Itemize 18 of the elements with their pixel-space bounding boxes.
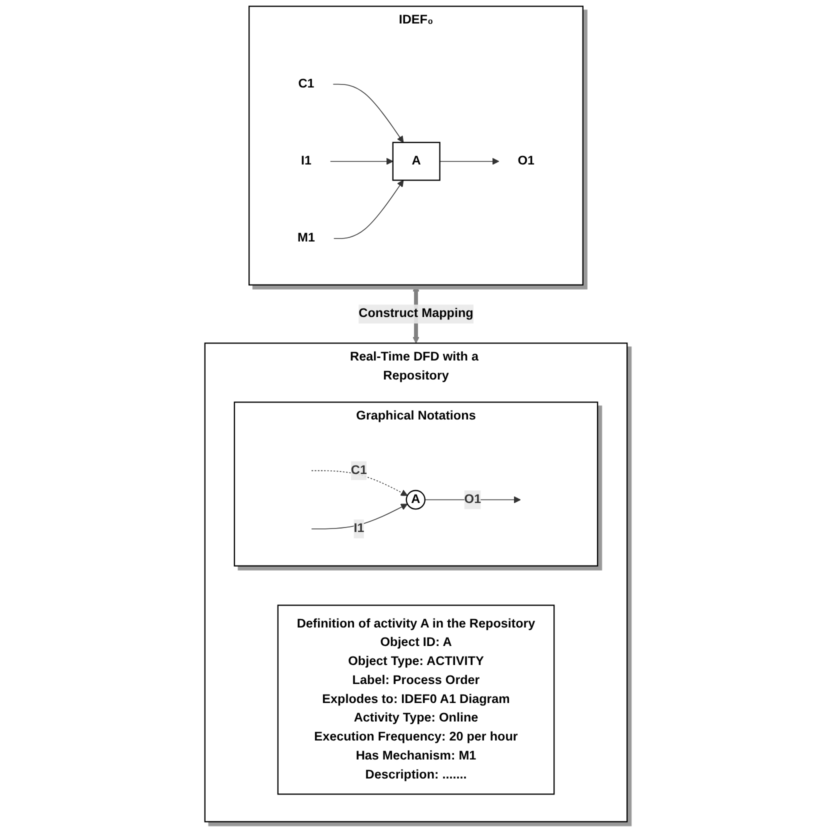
edge-label: I1: [354, 522, 364, 536]
arrow: [311, 504, 408, 530]
arrow: [332, 84, 404, 143]
arrow: [439, 158, 500, 165]
arrow: [311, 470, 408, 496]
arrow: [330, 158, 394, 165]
node-text: O1: [518, 154, 535, 168]
node-text: I1: [300, 154, 312, 168]
arrow: [424, 496, 521, 504]
arrow: [333, 180, 404, 239]
edge-label: C1: [350, 464, 368, 477]
node-text: M1: [297, 231, 315, 245]
node-box: Definition of activity A in the Repository Object ID: A Object Type: ACTIVITY Label: Process Order Explodes to: IDEF0 A1 Diagram Activity Type: Online Execution Frequency: 20 per hour Has Mechanism: M1 Description: .......: [277, 604, 555, 795]
node-circle: A: [406, 490, 426, 510]
edge-label: Construct Mapping: [358, 306, 474, 320]
node-box: A: [392, 142, 440, 181]
node-text: C1: [298, 77, 314, 91]
edge-label: O1: [464, 492, 482, 506]
